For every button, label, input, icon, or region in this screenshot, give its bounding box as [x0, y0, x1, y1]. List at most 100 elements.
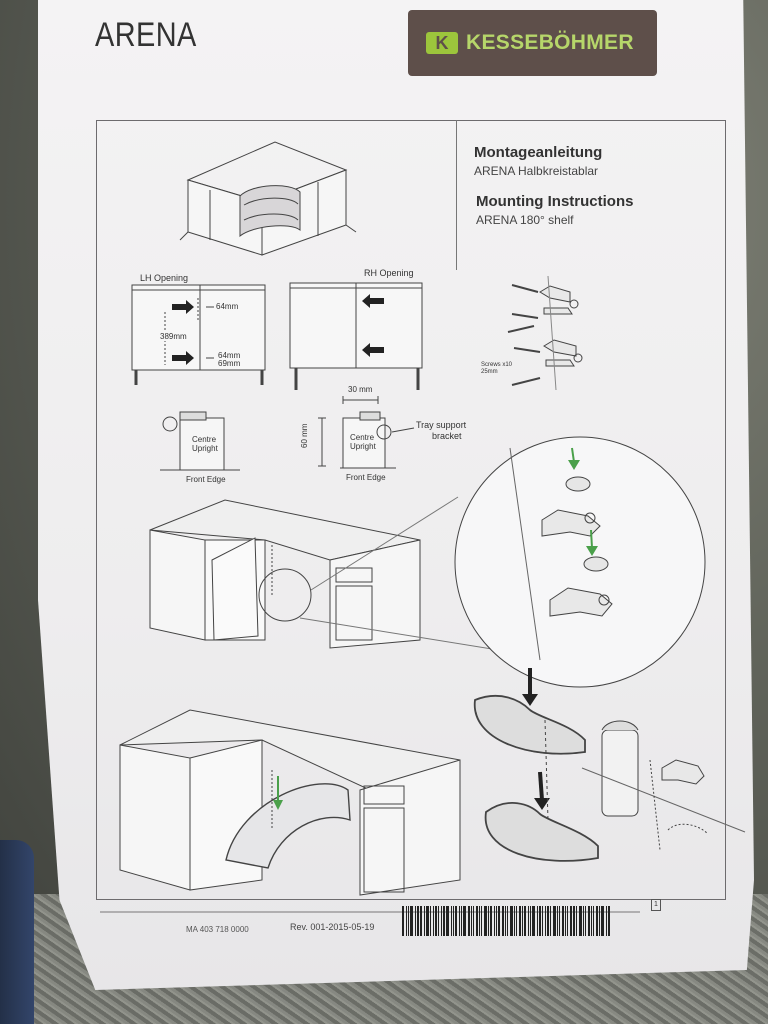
- barcode-bar: [516, 906, 517, 936]
- barcode-bar: [461, 906, 462, 936]
- barcode-bar: [402, 906, 404, 936]
- barcode-bar: [481, 906, 482, 936]
- barcode-bar: [539, 906, 541, 936]
- brand-logo-icon: K: [426, 32, 458, 54]
- barcode-bar: [406, 906, 407, 936]
- product-title: ARENA: [95, 16, 197, 54]
- barcode-bar: [453, 906, 454, 936]
- barcode-bar: [490, 906, 492, 936]
- barcode-bar: [565, 906, 566, 936]
- screws-and-brackets: [507, 275, 583, 391]
- frame-divider: [456, 120, 457, 270]
- barcode-bar: [547, 906, 549, 936]
- barcode-bar: [601, 906, 604, 936]
- barcode-bar: [542, 906, 543, 936]
- lh-opening-drawing: [131, 284, 266, 385]
- barcode-bar: [435, 906, 437, 936]
- brand-name: KESSEBÖHMER: [466, 31, 634, 54]
- barcode-bar: [471, 906, 472, 936]
- barcode-bar: [441, 906, 442, 936]
- barcode-bar: [433, 906, 434, 936]
- barcode-bar: [498, 906, 500, 936]
- rh-opening-drawing: [289, 282, 423, 390]
- barcode-bar: [583, 906, 584, 936]
- screws-size-label: 25mm: [481, 369, 498, 375]
- barcode: [402, 906, 620, 936]
- barcode-bar: [522, 906, 523, 936]
- barcode-bar: [576, 906, 577, 936]
- barcode-bar: [567, 906, 568, 936]
- barcode-bar: [507, 906, 508, 936]
- barcode-bar: [510, 906, 513, 936]
- barcode-bar: [588, 906, 590, 936]
- dim-389: 389mm: [160, 332, 187, 341]
- barcode-bar: [528, 906, 529, 936]
- drawing-frame: [96, 120, 726, 900]
- barcode-bar: [573, 906, 575, 936]
- barcode-bar: [463, 906, 466, 936]
- upright-label-1: Upright: [192, 444, 218, 453]
- barcode-bar: [420, 906, 422, 936]
- barcode-bar: [519, 906, 521, 936]
- barcode-bar: [596, 906, 598, 936]
- centre-upright-left: [160, 411, 240, 471]
- barcode-bar: [415, 906, 416, 936]
- german-title: Montageanleitung: [474, 144, 603, 161]
- corner-cabinet-illustration: [179, 141, 357, 256]
- barcode-bar: [562, 906, 564, 936]
- screws-label: Screws x10: [481, 362, 513, 368]
- barcode-bar: [488, 906, 489, 936]
- revision-label: Rev. 001-2015-05-19: [290, 922, 375, 932]
- barcode-bar: [579, 906, 582, 936]
- part-code: MA 403 718 0000: [186, 925, 249, 934]
- barcode-bar: [426, 906, 429, 936]
- barcode-bar: [553, 906, 556, 936]
- barcode-bar: [599, 906, 600, 936]
- barcode-bar: [532, 906, 535, 936]
- barcode-bar: [479, 906, 480, 936]
- dim-64-bottom: 64mm: [218, 351, 241, 360]
- english-title: Mounting Instructions: [476, 193, 634, 210]
- barcode-bar: [417, 906, 419, 936]
- centre-label-1: Centre: [192, 435, 217, 444]
- cabinet-with-shelf: [119, 709, 461, 896]
- barcode-bar: [591, 906, 592, 936]
- tray-support-label-1: Tray support: [416, 420, 467, 430]
- dim-30-label: 30 mm: [348, 385, 373, 394]
- half-moon-trays: [474, 668, 746, 862]
- barcode-bar: [537, 906, 538, 936]
- barcode-bar: [593, 906, 594, 936]
- brand-banner: K KESSEBÖHMER: [408, 10, 657, 76]
- barcode-bar: [410, 906, 413, 936]
- dim-64-top: 64mm: [216, 302, 239, 311]
- english-subtitle: ARENA 180° shelf: [476, 213, 574, 227]
- barcode-bar: [550, 906, 551, 936]
- tray-support-label-2: bracket: [432, 431, 462, 441]
- barcode-bar: [430, 906, 431, 936]
- barcode-bar: [468, 906, 470, 936]
- barcode-bar: [424, 906, 425, 936]
- upright-label-2: Upright: [350, 442, 376, 451]
- barcode-bar: [438, 906, 439, 936]
- barcode-bar: [455, 906, 457, 936]
- centre-upright-right: [318, 396, 415, 469]
- bracket-zoom-detail: [454, 436, 706, 688]
- barcode-bar: [545, 906, 546, 936]
- page-number: 1: [651, 899, 661, 911]
- german-subtitle: ARENA Halbkreistablar: [474, 164, 599, 178]
- barcode-bar: [446, 906, 449, 936]
- barcode-bar: [530, 906, 531, 936]
- barcode-bar: [443, 906, 445, 936]
- barcode-bar: [484, 906, 487, 936]
- barcode-bar: [559, 906, 560, 936]
- corner-cabinet-open: [149, 496, 561, 661]
- fabric-corner: [0, 840, 34, 1024]
- rh-opening-label: RH Opening: [364, 268, 414, 278]
- dim-69: 69mm: [218, 359, 241, 368]
- dim-60-label: 60 mm: [300, 423, 309, 448]
- barcode-bar: [524, 906, 526, 936]
- front-edge-left-label: Front Edge: [186, 475, 226, 484]
- front-edge-right-label: Front Edge: [346, 473, 386, 482]
- barcode-bar: [557, 906, 558, 936]
